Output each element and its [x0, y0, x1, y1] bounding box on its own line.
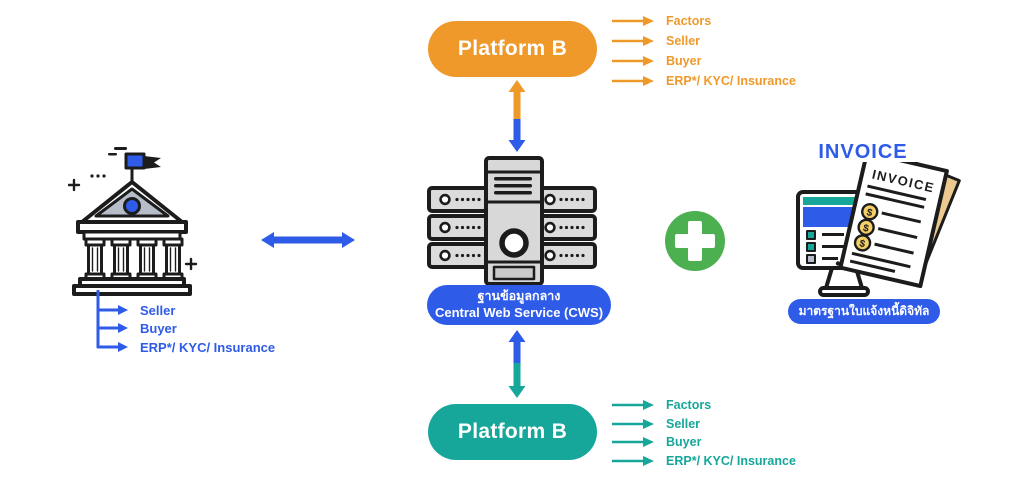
list-item: Buyer: [610, 433, 796, 452]
bank-label-erp: ERP*/ KYC/ Insurance: [140, 340, 276, 355]
arrow-right-icon: [612, 76, 654, 86]
cws-badge: ฐานข้อมูลกลาง Central Web Service (CWS): [427, 285, 611, 325]
invoice-paper-front: INVOICE $ $ $: [838, 162, 949, 289]
arrow-right-icon: [612, 400, 654, 411]
bank-connector-lines: [96, 290, 128, 352]
output-label: Seller: [666, 416, 701, 431]
arrow-right-icon: [612, 418, 654, 429]
spark-plus: [68, 178, 81, 192]
arrow-right-icon: [612, 16, 654, 26]
arrow-right-icon: [118, 305, 128, 315]
platform-b-bottom-pill: Platform B: [428, 404, 597, 460]
bank-columns: [84, 237, 184, 281]
plus-icon: [665, 211, 725, 271]
output-label: ERP*/ KYC/ Insurance: [666, 453, 796, 468]
server-icon: [427, 156, 597, 286]
output-label: Factors: [666, 14, 712, 28]
output-label: ERP*/ KYC/ Insurance: [666, 74, 796, 88]
coin-symbol: $: [862, 223, 870, 235]
arrow-right-icon: [612, 437, 654, 448]
arrow-right-icon: [612, 56, 654, 66]
platform-top-cws-double-arrow: [508, 80, 526, 152]
arrow-right-icon: [118, 323, 128, 333]
flag: [124, 152, 146, 170]
bank-icon: [68, 147, 198, 296]
bank-cws-double-arrow: [261, 232, 355, 248]
list-item: Seller: [610, 31, 796, 51]
output-label: Buyer: [666, 54, 702, 68]
platform-b-bottom-outputs: Factors Seller Buyer ERP*/ KYC/ Insuranc…: [610, 396, 796, 470]
spark-dash: [114, 147, 127, 150]
platform-b-top-pill: Platform B: [428, 21, 597, 77]
spark-dash: [108, 153, 117, 156]
bank-label-seller: Seller: [140, 303, 176, 318]
invoice-monitor-icon: INVOICE $ $ $: [796, 162, 961, 297]
cws-platform-bottom-double-arrow: [508, 330, 526, 398]
coin-icon: [853, 234, 872, 252]
output-label: Factors: [666, 398, 712, 413]
invoice-standard-label: มาตรฐานใบแจ้งหนี้ดิจิทัล: [798, 304, 930, 318]
platform-b-top-outputs: Factors Seller Buyer ERP*/ KYC/ Insuranc…: [610, 11, 796, 91]
invoice-standard-badge: มาตรฐานใบแจ้งหนี้ดิจิทัล: [788, 299, 940, 324]
arrow-right-icon: [118, 342, 128, 352]
cws-label-thai: ฐานข้อมูลกลาง: [477, 289, 561, 304]
list-item: ERP*/ KYC/ Insurance: [610, 71, 796, 91]
invoice-title: INVOICE: [818, 141, 908, 163]
server-tower: [484, 156, 544, 286]
arrow-right-icon: [612, 455, 654, 466]
output-label: Seller: [666, 34, 701, 48]
output-label: Buyer: [666, 435, 702, 450]
arrow-right-icon: [612, 36, 654, 46]
platform-b-top-label: Platform B: [457, 37, 568, 60]
bank-label-buyer: Buyer: [140, 321, 177, 336]
cws-label-english: Central Web Service (CWS): [434, 304, 604, 320]
list-item: ERP*/ KYC/ Insurance: [610, 452, 796, 471]
platform-b-bottom-label: Platform B: [457, 420, 568, 443]
list-item: Factors: [610, 396, 796, 415]
list-item: Seller: [610, 415, 796, 434]
list-item: Factors: [610, 11, 796, 31]
list-item: Buyer: [610, 51, 796, 71]
spark-plus: [184, 257, 198, 271]
flag-ribbon: [144, 156, 161, 169]
coin-symbol: $: [858, 238, 866, 250]
coin-symbol: $: [865, 207, 873, 219]
